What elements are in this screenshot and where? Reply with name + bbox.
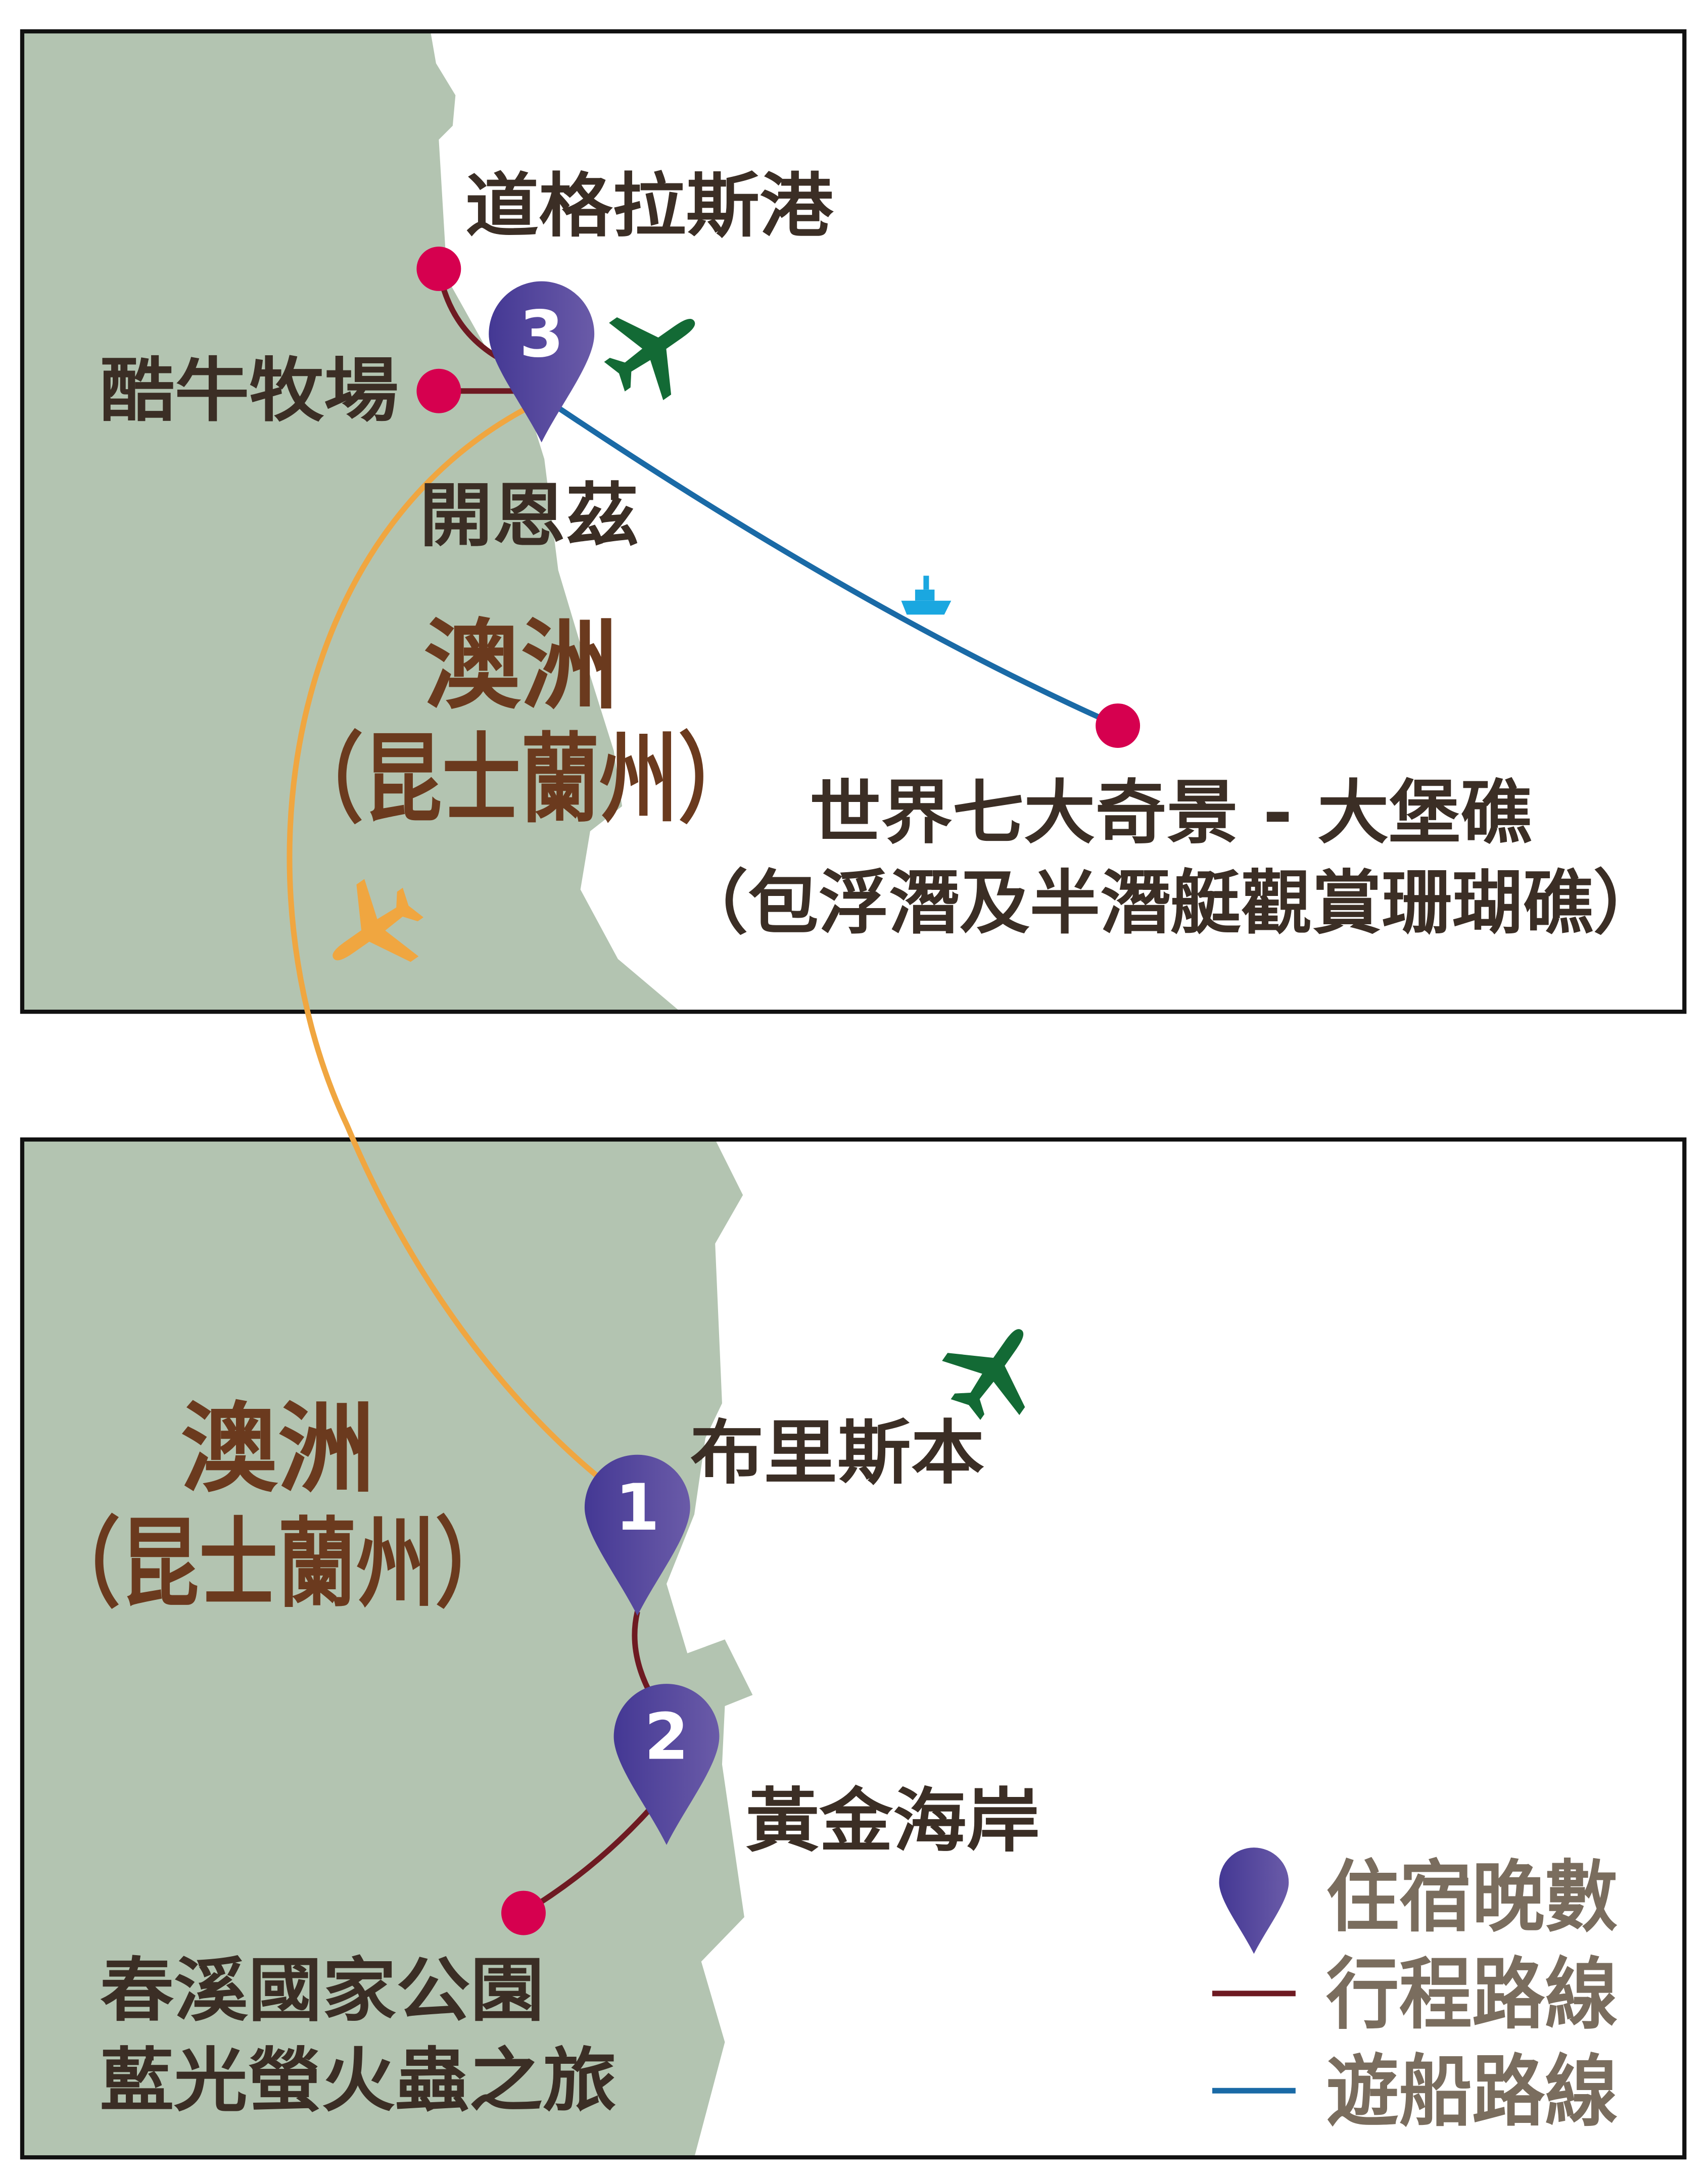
pin-number: 1 [615, 1471, 659, 1545]
label-springbrook-line1: 春溪國家公園 [100, 1950, 544, 2031]
label-cairns: 開恩茲 [419, 476, 639, 556]
ship-icon [901, 576, 952, 615]
label-reef-line2: （包浮潛及半潛艇觀賞珊瑚礁） [678, 863, 1664, 943]
douglas-dot [416, 246, 461, 291]
region-label-line1: 澳洲 [423, 609, 618, 723]
top-map-panel [20, 29, 1687, 1014]
region-label-line1: 澳洲 [180, 1393, 375, 1506]
bottom-map-frame [20, 1137, 1687, 2160]
region-label-line2: （昆士蘭州） [41, 1508, 513, 1621]
land-bottom [22, 1139, 753, 2158]
pin-3[interactable]: 3 [489, 281, 595, 443]
legend-nights-label: 住宿晚數 [1326, 1853, 1618, 1943]
pin-2[interactable]: 2 [613, 1684, 720, 1845]
pin-1[interactable]: 1 [584, 1454, 690, 1616]
legend-cruise-label: 遊船路線 [1326, 2047, 1618, 2137]
label-douglas: 道格拉斯港 [465, 166, 834, 247]
label-springbrook-line2: 藍光螢火蟲之旅 [100, 2041, 616, 2121]
label-ranch: 酷牛牧場 [100, 350, 399, 431]
pin-number: 2 [644, 1700, 689, 1774]
legend-route-label: 行程路線 [1326, 1950, 1618, 2040]
cruise-route [540, 394, 1119, 729]
springbrook-dot [501, 1890, 546, 1935]
route-goldcoast-springbrook [522, 1804, 655, 1916]
top-map-frame [20, 29, 1687, 1014]
land-top [22, 31, 681, 1012]
region-label-line2: （昆士蘭州） [284, 723, 756, 836]
flight-route [287, 398, 641, 1510]
reef-dot [1096, 703, 1141, 748]
label-goldcoast: 黃金海岸 [746, 1781, 1040, 1862]
pin-number: 3 [519, 297, 564, 371]
legend: 住宿晚數 行程路線 遊船路線 [1212, 1848, 1618, 2137]
ranch-dot [416, 368, 461, 413]
bottom-map-panel [20, 1137, 1687, 2160]
label-brisbane: 布里斯本 [690, 1413, 985, 1494]
label-reef-line1: 世界七大奇景 - 大堡礁 [810, 773, 1532, 854]
route-brisbane-goldcoast [632, 1610, 655, 1699]
